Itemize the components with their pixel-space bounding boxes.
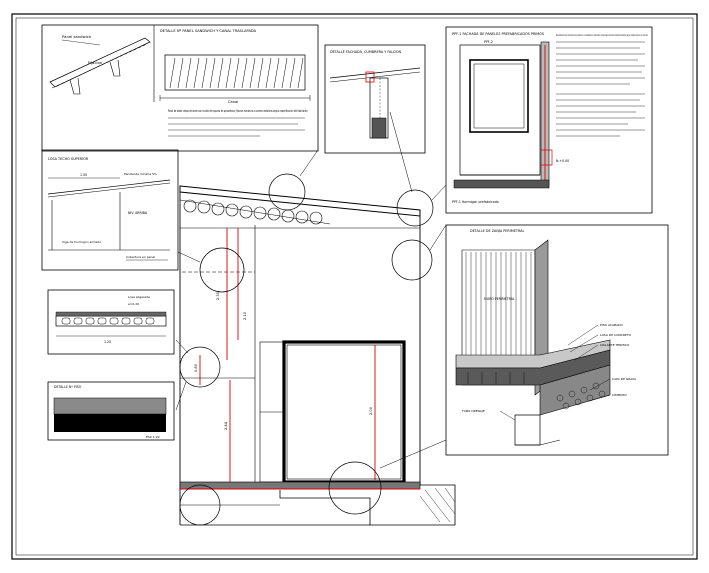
foundation-title: DETALLE DE ZANJA PERIMETRAL — [470, 229, 524, 233]
slab-dim: 1.20 — [104, 340, 111, 344]
roof-slope-slope: Pendiente minima 5% — [124, 172, 157, 176]
slab-side-label: e=0.20 — [128, 302, 139, 306]
building-section: 2.30 2.10 2.44 2.00 0.80 — [175, 111, 456, 526]
foundation-drain-label: TUBO DRENAJE — [461, 409, 485, 413]
facade-bottom-label: PPF-1 Hormigon prefabricado — [452, 200, 499, 204]
foundation-footing-label: CIMIENTO — [612, 393, 627, 397]
roof-slope-title: LOSA TECHO SUPERIOR — [48, 157, 89, 161]
sheet-border — [11, 13, 698, 560]
slab-voids — [61, 317, 155, 325]
foundation-insul-label: AISLANTE TERMICO — [600, 343, 630, 347]
detail-roof-slope: LOSA TECHO SUPERIOR 1.50 Pendiente minim… — [41, 149, 179, 271]
section-dim-h2: 2.10 — [243, 311, 247, 320]
roof-panel-note: Panel de doble chapa de acero con nucleo… — [168, 109, 308, 113]
roof-slope-dim: 1.50 — [80, 173, 87, 177]
foundation-gravel-label: CAPA DE GRAVA — [612, 377, 637, 381]
detail-foundation: DETALLE DE ZANJA PERIMETRAL MURO PERIMET… — [445, 224, 669, 456]
section-dim-side: 0.80 — [194, 363, 198, 372]
roof-slope-base: Viga de hormigon armado — [62, 240, 101, 244]
floor-scale: ESC 1:20 — [146, 435, 160, 439]
roof-width-label: Canal — [228, 100, 238, 104]
facade-level-label: N.+0.00 — [556, 159, 569, 163]
roof-panel-label: Panel sandwich — [62, 34, 92, 39]
detail-roof-panel: Panel sandwich Fijacion DETALLE Nº PANEL… — [41, 24, 319, 152]
detail-eave: DETALLE FACHADA, CUMBRERA Y FALDON — [324, 44, 426, 154]
eave-title: DETALLE FACHADA, CUMBRERA Y FALDON — [330, 50, 402, 54]
callout-circles — [179, 173, 434, 526]
sheet-inner-border — [15, 17, 694, 556]
foundation-wall-label: MURO PERIMETRAL — [484, 297, 515, 301]
facade-top-label: PPF-2 — [484, 40, 493, 44]
foundation-slab-label: LOSA DE CONCRETO — [600, 333, 632, 337]
leader-lines — [175, 111, 447, 469]
detail-facade-panel: PPF-1 FACHADA DE PANELES PREFABRICADOS P… — [445, 26, 653, 214]
facade-notes: Panel prefabricado macizo de hormigon ar… — [556, 33, 648, 37]
roof-fix-label: Fijacion — [88, 60, 103, 65]
section-floor-slab — [179, 481, 421, 490]
facade-title: PPF-1 FACHADA DE PANELES PREFABRICADOS P… — [452, 32, 544, 36]
corrugation-lines — [169, 57, 304, 89]
gravel-stones — [556, 382, 606, 410]
section-ground — [279, 484, 456, 526]
floor-title: DETALLE Nº PISO — [54, 385, 82, 389]
section-dim-h3: 2.44 — [224, 421, 228, 430]
slab-top-label: Losa aligerada — [128, 295, 150, 299]
section-opening — [282, 340, 406, 484]
section-dim-h4: 2.00 — [369, 406, 373, 415]
foundation-tile-label: PISO ACABADO — [600, 323, 623, 327]
roof-panel-title: DETALLE Nº PANEL SANDWICH Y CANAL TRASLA… — [160, 29, 257, 33]
section-dim-h1: 2.30 — [216, 291, 220, 300]
ground-hatch — [419, 487, 456, 523]
detail-slab: 1.20 Losa aligerada e=0.20 — [47, 289, 175, 355]
roof-slope-ref: NIV. ARRIBA — [128, 211, 148, 215]
roof-voids — [183, 199, 323, 225]
detail-floor: DETALLE Nº PISO ESC 1:20 — [47, 381, 175, 441]
roof-slope-note: Cobertura en panel — [126, 255, 155, 259]
